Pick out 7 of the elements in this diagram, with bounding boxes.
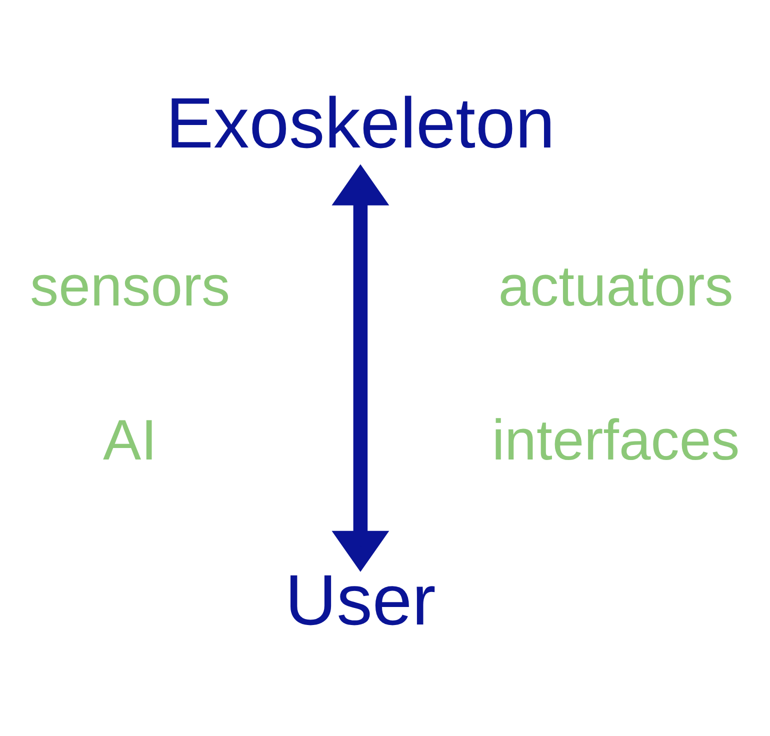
- arrow: [332, 164, 390, 572]
- label: actuators: [498, 254, 734, 319]
- label: sensors: [30, 254, 230, 319]
- label: interfaces: [492, 408, 740, 472]
- node-text: User: [285, 560, 436, 640]
- label: AI: [103, 408, 158, 472]
- node-text: Exoskeleton: [166, 83, 555, 164]
